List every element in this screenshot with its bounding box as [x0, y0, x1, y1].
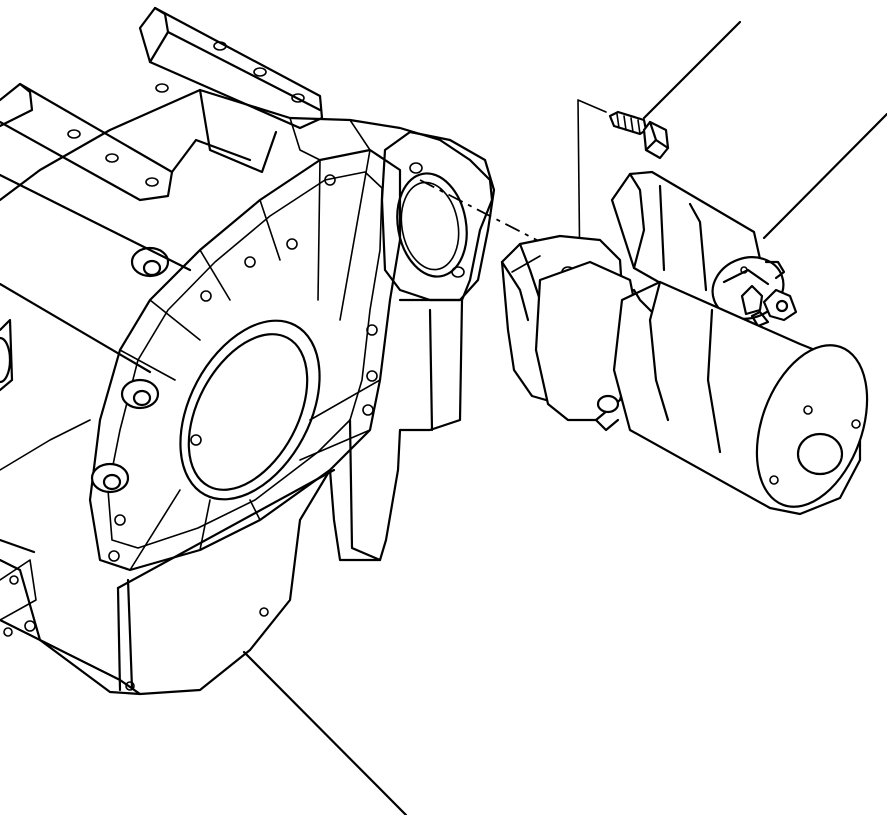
housing-boss-lower: [90, 462, 130, 494]
leader-starter: [762, 112, 887, 240]
flywheel-housing: [0, 6, 496, 696]
housing-boss-middle: [120, 378, 160, 410]
leader-housing-middle: [0, 282, 152, 374]
housing-left-rail: [0, 82, 174, 202]
mounting-bolt: [608, 110, 670, 160]
housing-main-bore: [179, 319, 321, 501]
leader-bolt: [642, 20, 742, 120]
leader-lines: [0, 20, 887, 815]
housing-boss-upper: [130, 246, 170, 278]
leader-housing-bottom: [242, 650, 408, 815]
housing-starter-flange: [380, 130, 496, 302]
leader-housing-upper: [0, 173, 192, 272]
housing-web-frame: [88, 148, 402, 572]
housing-outline: [0, 88, 494, 696]
starter-motor: [500, 170, 869, 516]
starter-solenoid: [610, 170, 798, 328]
starter-motor-body: [612, 280, 869, 516]
